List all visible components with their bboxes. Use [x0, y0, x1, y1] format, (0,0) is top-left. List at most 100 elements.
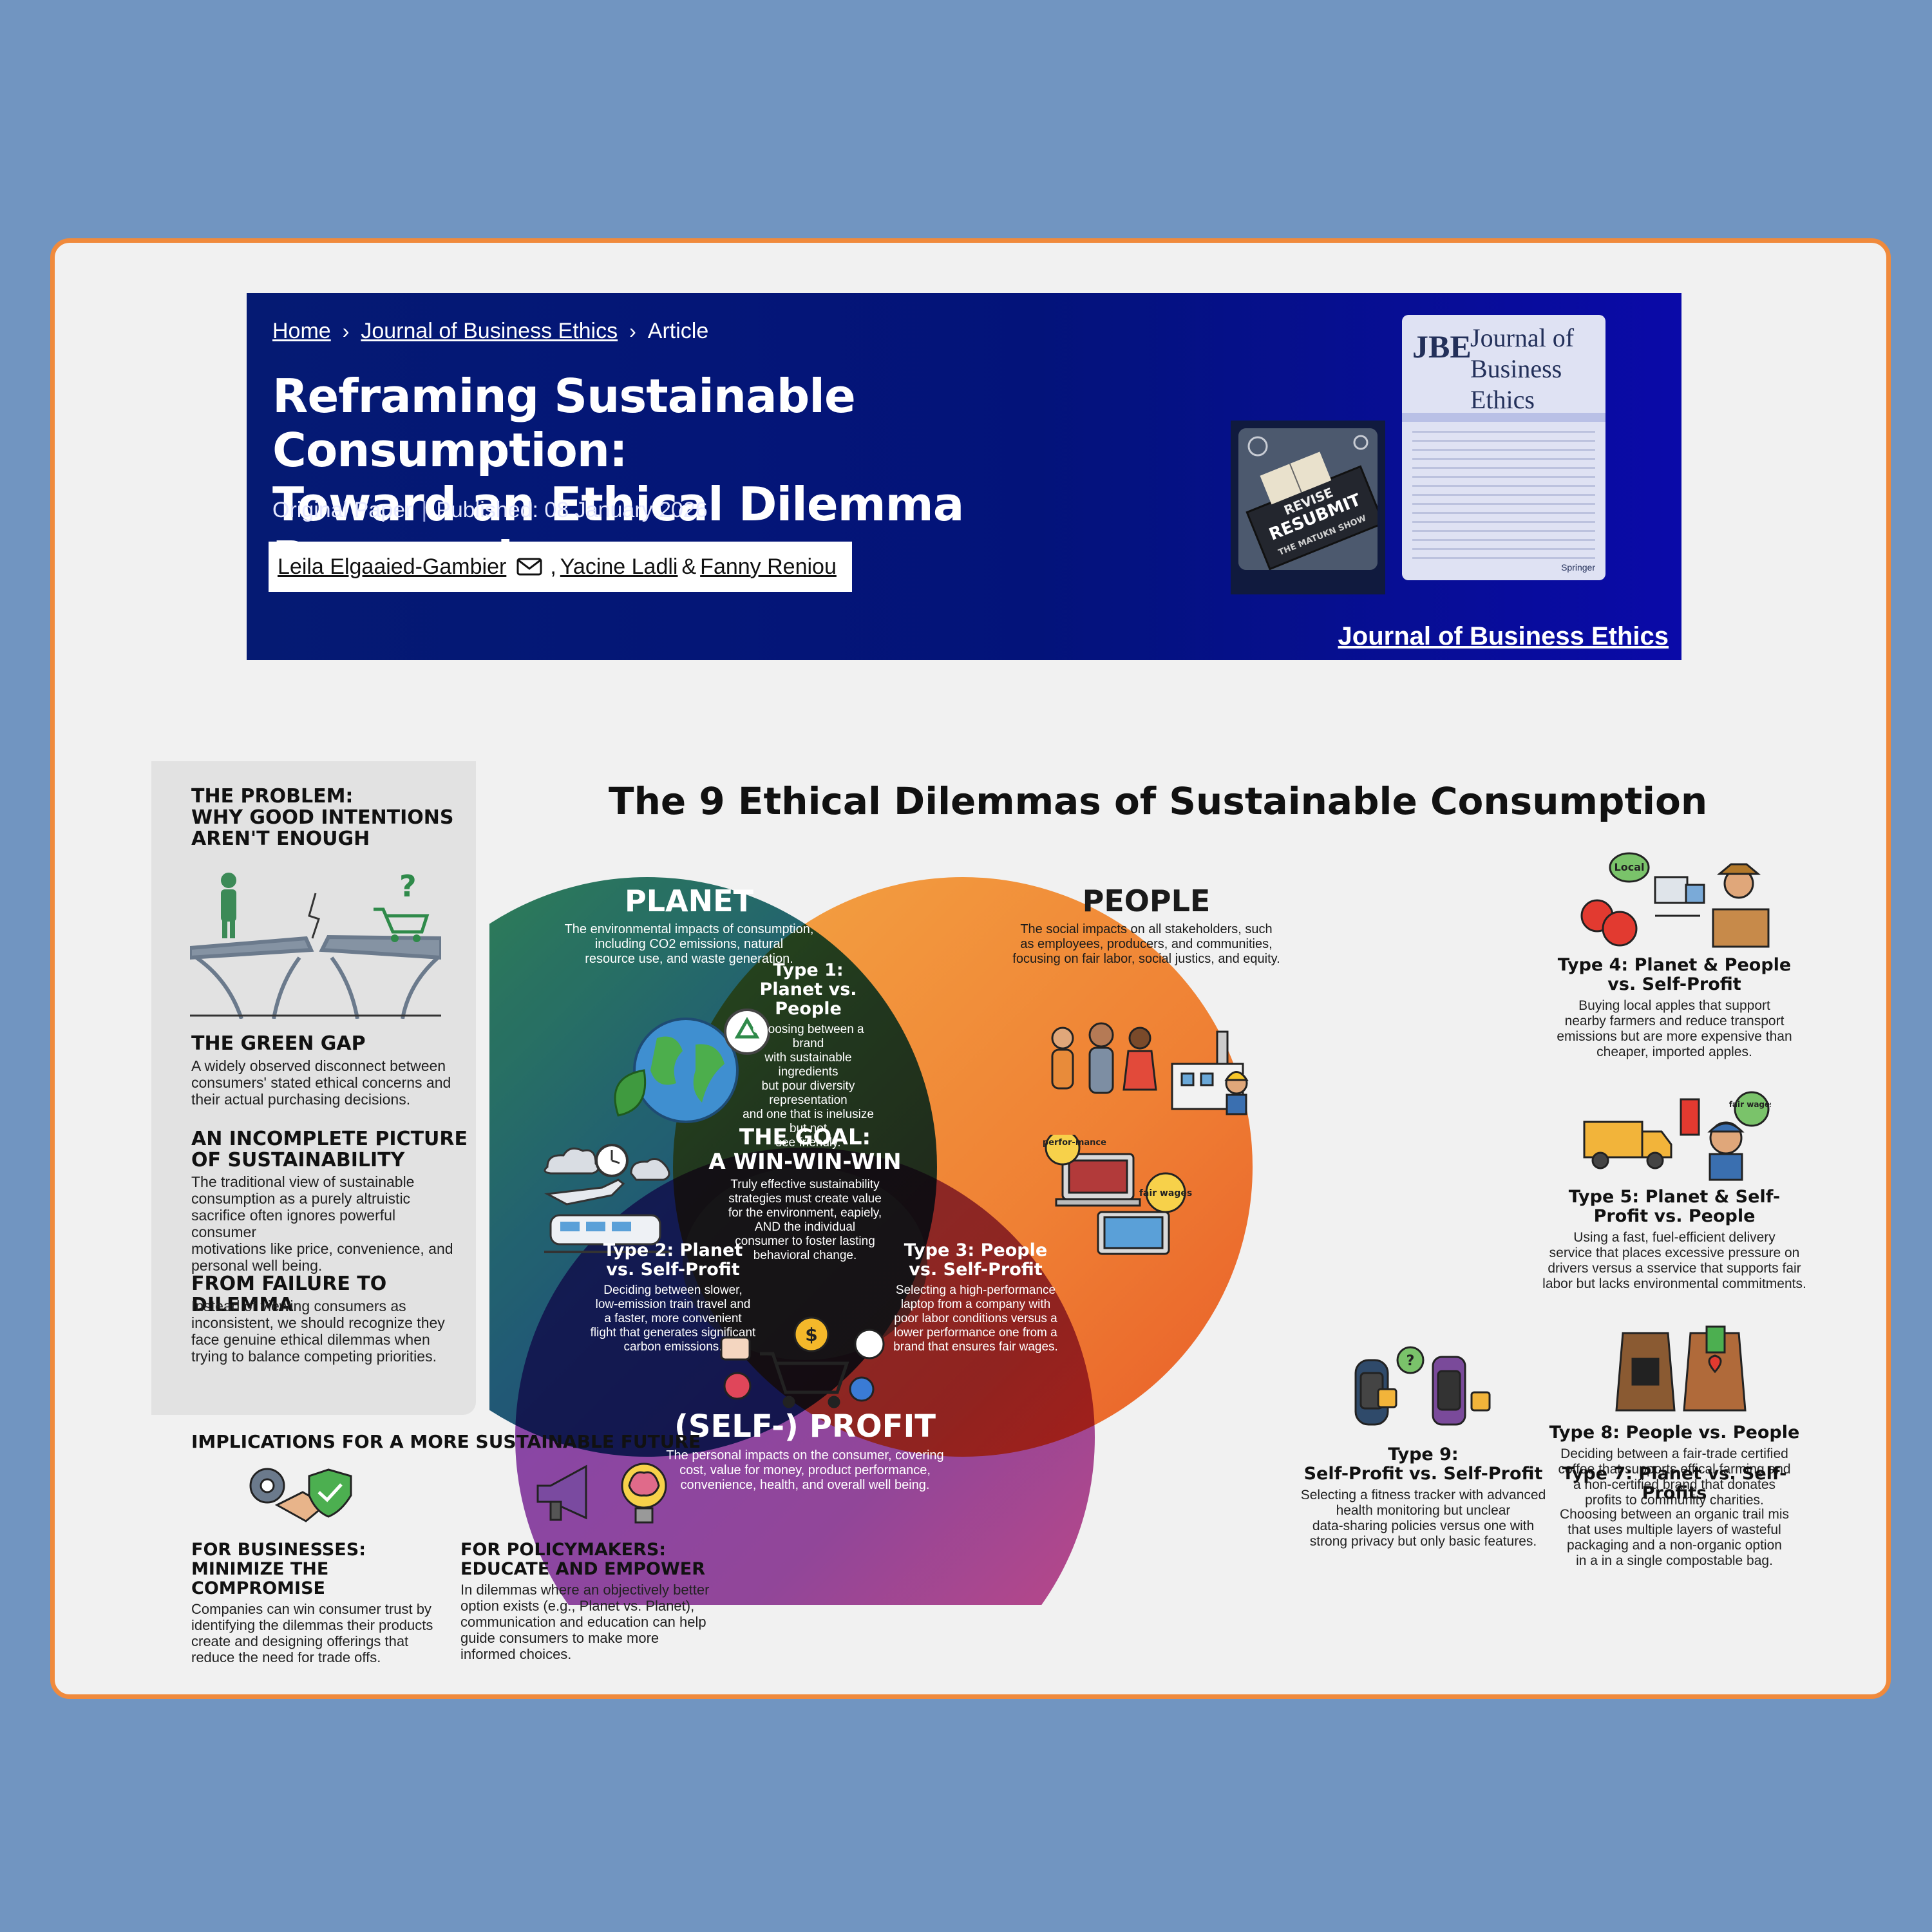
text-line: packaging and a non-organic option: [1567, 1538, 1782, 1553]
problem-panel: THE PROBLEM: WHY GOOD INTENTIONS AREN'T …: [151, 761, 476, 1415]
text-line: A widely observed disconnect between: [191, 1057, 446, 1074]
article-title-line: Reframing Sustainable Consumption:: [272, 369, 856, 477]
text-line: that uses multiple layers of wasteful: [1567, 1522, 1781, 1537]
breadcrumb-current: Article: [647, 319, 709, 343]
type8-card: Type 8: People vs. People Deciding betwe…: [1542, 1423, 1806, 1508]
text-line: The personal impacts on the consumer, co…: [666, 1448, 944, 1463]
published-date: Published: 08 January 2026: [436, 498, 708, 522]
podcast-art-icon: REVISE RESUBMIT THE MATUKN SHOW: [1238, 428, 1378, 570]
profit-label: (SELF-) PROFIT The personal impacts on t…: [644, 1408, 966, 1493]
text-line: Using a fast, fuel-efficient delivery: [1573, 1230, 1776, 1245]
text-line: communication and education can help: [460, 1614, 706, 1630]
breadcrumb-separator: ›: [629, 319, 636, 343]
article-header: Home › Journal of Business Ethics › Arti…: [247, 293, 1681, 660]
text-line: Companies can win consumer trust by: [191, 1601, 431, 1617]
text-line: create and designing offerings that: [191, 1633, 409, 1649]
text-line: Instead of viewing consumers as: [191, 1298, 406, 1314]
author-link[interactable]: Yacine Ladli: [560, 554, 678, 579]
text-line: strong privacy but only basic features.: [1309, 1534, 1537, 1549]
failure-to-dilemma-title: FROM FAILURE TO DILEMMA: [191, 1273, 387, 1316]
author-link[interactable]: Fanny Reniou: [700, 554, 837, 579]
heading-line: AN INCOMPLETE PICTURE: [191, 1128, 468, 1150]
incomplete-picture-text: The traditional view of sustainable cons…: [191, 1173, 462, 1274]
text-line: guide consumers to make more: [460, 1630, 659, 1646]
coffee-bags-icon: [1615, 1325, 1747, 1412]
breadcrumb-separator: ›: [342, 319, 350, 343]
heading-line: Profit vs. People: [1593, 1206, 1756, 1226]
breadcrumb-home-link[interactable]: Home: [272, 319, 331, 343]
text-line: as employees, producers, and communities…: [1020, 937, 1273, 951]
heading-line: OF SUSTAINABILITY: [191, 1149, 405, 1171]
text-line: drivers versus a sservice that supports …: [1548, 1261, 1801, 1276]
heading-line: WHY GOOD INTENTIONS: [191, 806, 454, 829]
green-gap-text: A widely observed disconnect between con…: [191, 1057, 462, 1108]
author-link[interactable]: Leila Elgaaied-Gambier: [278, 554, 507, 579]
goal-label: THE GOAL:A WIN-WIN-WIN Truly effective s…: [708, 1125, 902, 1263]
journal-logo: JBE: [1412, 328, 1472, 365]
heading-line: Type 1:: [773, 960, 844, 980]
fitness-tracker-icon: ?: [1354, 1346, 1491, 1426]
heading-line: Type 4: Planet & People: [1557, 955, 1792, 975]
gear-handshake-shield-icon: [249, 1468, 352, 1522]
author-list: Leila Elgaaied-Gambier , Yacine Ladli & …: [269, 542, 852, 592]
journal-cover-title-line: Journal of: [1470, 323, 1575, 352]
bubble-fair-wages: fair wages: [1139, 1188, 1192, 1198]
text-line: profits to community charities.: [1585, 1493, 1764, 1508]
email-icon[interactable]: [516, 557, 542, 576]
incomplete-picture-title: AN INCOMPLETE PICTURE OF SUSTAINABILITY: [191, 1128, 468, 1171]
planet-label: PLANET The environmental impacts of cons…: [554, 884, 824, 967]
text-line: for the environment, eapiely,: [728, 1206, 882, 1220]
article-type: Original Paper: [272, 498, 413, 522]
article-title: Reframing Sustainable Consumption: Towar…: [272, 369, 1206, 585]
text-line: data-sharing policies versus one with: [1312, 1519, 1535, 1533]
text-line: Deciding between a fair-trade certified: [1560, 1446, 1788, 1461]
publisher-logo: Springer: [1561, 562, 1595, 573]
podcast-thumbnail[interactable]: REVISE RESUBMIT THE MATUKN SHOW: [1231, 421, 1385, 594]
profit-title: (SELF-) PROFIT: [674, 1408, 936, 1444]
text-line: Selecting a high-performance: [895, 1283, 1056, 1297]
heading-line: THE PROBLEM:: [191, 785, 354, 808]
text-line: service that places excessive pressure o…: [1549, 1245, 1800, 1260]
heading-line: Self-Profit vs. Self-Profit: [1303, 1464, 1543, 1484]
journal-cover-title-line: Ethics: [1470, 385, 1535, 414]
text-line: Truly effective sustainability: [730, 1178, 880, 1191]
people-label: PEOPLE The social impacts on all stakeho…: [1005, 884, 1288, 967]
problem-heading: THE PROBLEM: WHY GOOD INTENTIONS AREN'T …: [191, 786, 454, 849]
text-line: behavioral change.: [753, 1249, 857, 1262]
text-line: inconsistent, we should recognize they: [191, 1314, 445, 1331]
heading-line: Type 2: Planet: [603, 1240, 743, 1260]
heading-line: MINIMIZE THE COMPROMISE: [191, 1559, 329, 1598]
infographic: THE PROBLEM: WHY GOOD INTENTIONS AREN'T …: [151, 761, 1854, 1669]
bubble-local: Local: [1615, 861, 1645, 873]
text-line: The social impacts on all stakeholders, …: [1020, 922, 1273, 936]
type1-label: Type 1:Planet vs. People Choosing betwee…: [741, 961, 876, 1150]
text-line: convenience, health, and overall well be…: [680, 1478, 930, 1492]
journal-link[interactable]: Journal of Business Ethics: [1338, 622, 1669, 650]
text-line: cost, value for money, product performan…: [679, 1463, 931, 1477]
journal-cover[interactable]: JBE Journal of Business Ethics Springer: [1402, 315, 1605, 580]
text-line: Choosing between an organic trail mis: [1559, 1507, 1790, 1522]
text-line: informed choices.: [460, 1646, 572, 1662]
svg-text:?: ?: [399, 869, 417, 904]
text-line: strategies must create value: [728, 1192, 882, 1206]
green-gap-title: THE GREEN GAP: [191, 1032, 366, 1055]
breadcrumb-journal-link[interactable]: Journal of Business Ethics: [361, 319, 618, 343]
text-line: brand that ensures fair wages.: [893, 1340, 1058, 1354]
text-line: option exists (e.g., Planet vs. Planet),: [460, 1598, 695, 1614]
type5-card: Type 5: Planet & Self-Profit vs. People …: [1536, 1188, 1813, 1292]
heading-line: Type 3: People: [904, 1240, 1048, 1260]
type7-title: Type 7: Planet vs. Self-Profits: [1562, 1464, 1787, 1503]
heading-line: Type 5: Planet & Self-: [1568, 1187, 1781, 1207]
journal-cover-title-line: Business: [1470, 354, 1562, 383]
earth-recycle-icon: [614, 1009, 770, 1123]
svg-text:?: ?: [1406, 1353, 1415, 1369]
text-line: lower performance one from a: [894, 1326, 1057, 1340]
text-line: carbon emissions.: [623, 1340, 723, 1354]
shopping-cart-money-icon: $: [720, 1316, 885, 1408]
text-line: identifying the dilemmas their products: [191, 1617, 433, 1633]
infographic-title: The 9 Ethical Dilemmas of Sustainable Co…: [609, 779, 1708, 823]
heading-line: vs. Self-Profit: [1607, 974, 1741, 994]
text-line: Buying local apples that support: [1578, 998, 1770, 1013]
